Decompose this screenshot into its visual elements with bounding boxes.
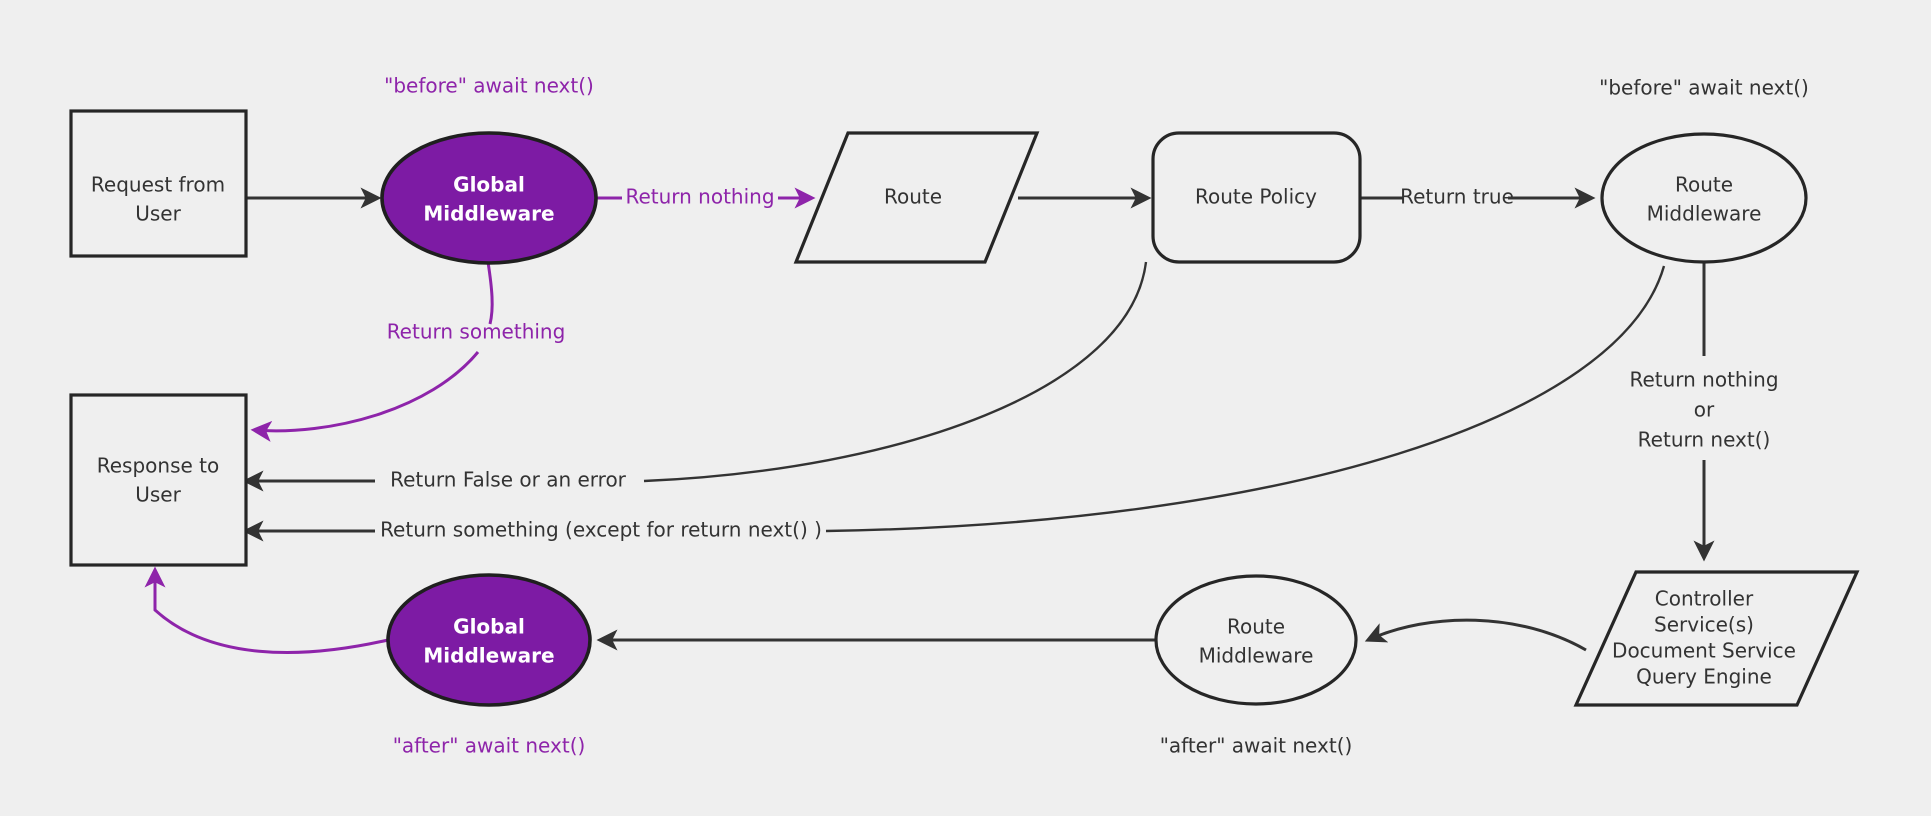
node-global-middleware-top-line1: Global <box>453 173 525 197</box>
node-route-label: Route <box>884 185 942 209</box>
node-controller-line1: Controller <box>1655 587 1754 611</box>
node-global-middleware-top[interactable]: Global Middleware <box>380 131 598 265</box>
edge-route-middleware-to-response-curve <box>825 265 1666 533</box>
node-request-from-user[interactable]: Request from User <box>69 109 248 258</box>
node-request-from-user-line1: Request from <box>91 173 225 197</box>
annotation-before-await-next-global: "before" await next() <box>384 74 594 98</box>
edge-label-return-nothing-line2-or: or <box>1694 398 1715 422</box>
node-route-policy-label: Route Policy <box>1195 185 1317 209</box>
node-controller-line3: Document Service <box>1612 639 1796 663</box>
node-controller-line2: Service(s) <box>1654 613 1754 637</box>
node-request-from-user-line2: User <box>135 202 181 226</box>
node-route-middleware-top-line1: Route <box>1675 173 1733 197</box>
edge-global-middleware-to-response-lower <box>250 351 480 442</box>
edge-route-policy-to-response-curve <box>643 261 1148 483</box>
annotation-after-await-next-global: "after" await next() <box>393 734 586 758</box>
edge-global-middleware-to-response-upper <box>486 261 494 325</box>
annotation-after-await-next-route: "after" await next() <box>1160 734 1353 758</box>
node-route[interactable]: Route <box>793 131 1040 264</box>
edge-label-return-nothing-line1: Return nothing <box>1629 368 1778 392</box>
annotation-before-await-next-route: "before" await next() <box>1599 76 1809 100</box>
edge-label-return-true: Return true <box>1400 185 1514 209</box>
edge-global-middleware-bottom-to-response <box>144 566 389 654</box>
node-route-middleware-top[interactable]: Route Middleware <box>1600 132 1808 264</box>
edge-label-return-something-global: Return something <box>387 320 566 344</box>
node-global-middleware-top-line2: Middleware <box>423 202 554 226</box>
node-global-middleware-bottom-line1: Global <box>453 615 525 639</box>
edge-label-return-nothing-global: Return nothing <box>625 185 774 209</box>
node-response-to-user-line1: Response to <box>97 454 220 478</box>
edge-label-return-next-line3: Return next() <box>1638 428 1771 452</box>
node-route-policy[interactable]: Route Policy <box>1151 131 1362 264</box>
node-route-middleware-bottom[interactable]: Route Middleware <box>1154 574 1358 706</box>
node-response-to-user[interactable]: Response to User <box>69 393 248 567</box>
node-route-middleware-top-line2: Middleware <box>1647 202 1762 226</box>
node-route-middleware-bottom-line2: Middleware <box>1199 644 1314 668</box>
node-response-to-user-line2: User <box>135 483 181 507</box>
edge-label-return-something-except-next: Return something (except for return next… <box>380 518 822 542</box>
node-global-middleware-bottom-line2: Middleware <box>423 644 554 668</box>
node-global-middleware-bottom[interactable]: Global Middleware <box>386 573 592 707</box>
node-route-middleware-bottom-line1: Route <box>1227 615 1285 639</box>
edge-controller-to-route-middleware-bottom <box>1364 618 1587 652</box>
edge-label-return-false-or-error: Return False or an error <box>390 468 627 492</box>
node-controller-services[interactable]: Controller Service(s) Document Service Q… <box>1573 570 1860 707</box>
node-controller-line4: Query Engine <box>1636 665 1772 689</box>
